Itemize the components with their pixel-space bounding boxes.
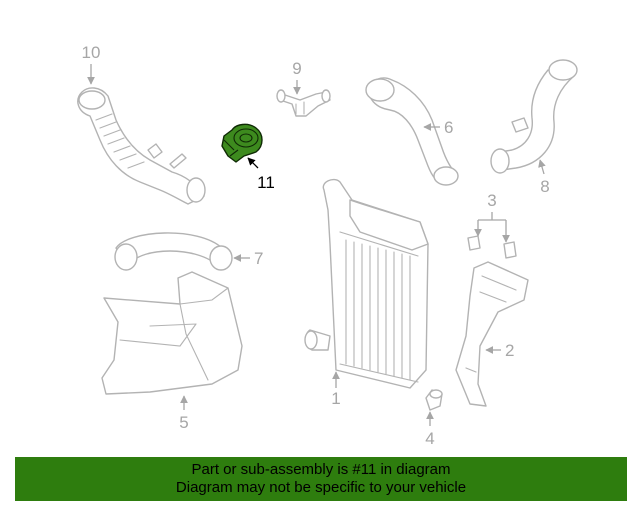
callout-label-11: 11 <box>257 173 275 192</box>
callout-1: 1 <box>331 371 341 408</box>
hose-part-8[interactable] <box>490 59 578 174</box>
callout-label-3: 3 <box>487 191 496 210</box>
callout-7: 7 <box>233 249 263 268</box>
callout-11: 11 <box>247 157 275 192</box>
callout-label-2: 2 <box>505 341 514 360</box>
disclaimer-line-2: Diagram may not be specific to your vehi… <box>175 479 467 496</box>
callout-8: 8 <box>538 159 550 196</box>
callout-label-5: 5 <box>179 413 188 432</box>
callout-label-8: 8 <box>540 177 549 196</box>
hose-part-6[interactable] <box>365 77 459 186</box>
callout-4: 4 <box>425 411 435 448</box>
hose-part-7[interactable] <box>114 232 233 271</box>
plug-part-4[interactable] <box>425 389 443 411</box>
callout-label-1: 1 <box>331 389 340 408</box>
air-duct-part-5[interactable] <box>101 271 243 395</box>
callout-label-10: 10 <box>82 43 101 62</box>
disclaimer-line-1: Part or sub-assembly is #11 in diagram <box>191 461 451 478</box>
intercooler-part-1[interactable] <box>304 178 429 389</box>
callout-3: 3 <box>474 191 510 243</box>
callout-10: 10 <box>82 43 101 85</box>
callout-5: 5 <box>179 395 189 432</box>
highlighted-part-11[interactable] <box>221 123 263 163</box>
intake-hose-part-10[interactable] <box>77 87 206 205</box>
grommets-part-3[interactable] <box>467 235 517 259</box>
disclaimer-banner: Part or sub-assembly is #11 in diagram D… <box>15 457 627 501</box>
callout-6: 6 <box>423 118 453 137</box>
callout-label-4: 4 <box>425 429 434 448</box>
callout-label-7: 7 <box>254 249 263 268</box>
callout-label-6: 6 <box>444 118 453 137</box>
callout-9: 9 <box>292 59 302 95</box>
callout-2: 2 <box>485 341 514 360</box>
callout-label-9: 9 <box>292 59 301 78</box>
bracket-part-2[interactable] <box>455 261 529 407</box>
parts-diagram: 1 2 3 4 5 6 7 8 9 10 11 <box>77 43 578 448</box>
fitting-part-9[interactable] <box>276 89 331 117</box>
